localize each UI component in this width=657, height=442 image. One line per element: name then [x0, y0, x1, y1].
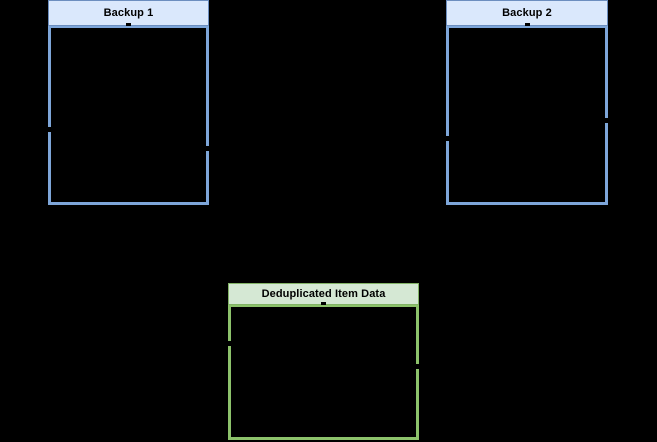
- node-deduplicated-item-data-body: [228, 305, 419, 440]
- node-backup-1-title: Backup 1: [103, 6, 154, 19]
- node-backup-1[interactable]: Backup 1: [47, 0, 210, 205]
- node-backup-2-header: Backup 2: [446, 0, 608, 26]
- node-backup-1-body: [48, 26, 209, 205]
- node-backup-2-title: Backup 2: [502, 6, 552, 19]
- node-deduplicated-item-data-header: Deduplicated Item Data: [228, 283, 419, 305]
- node-backup-2-body: [446, 26, 608, 205]
- node-deduplicated-item-data-title: Deduplicated Item Data: [261, 287, 386, 300]
- node-backup-1-header: Backup 1: [48, 0, 209, 26]
- node-backup-2[interactable]: Backup 2: [445, 0, 609, 205]
- node-deduplicated-item-data[interactable]: Deduplicated Item Data: [227, 283, 420, 440]
